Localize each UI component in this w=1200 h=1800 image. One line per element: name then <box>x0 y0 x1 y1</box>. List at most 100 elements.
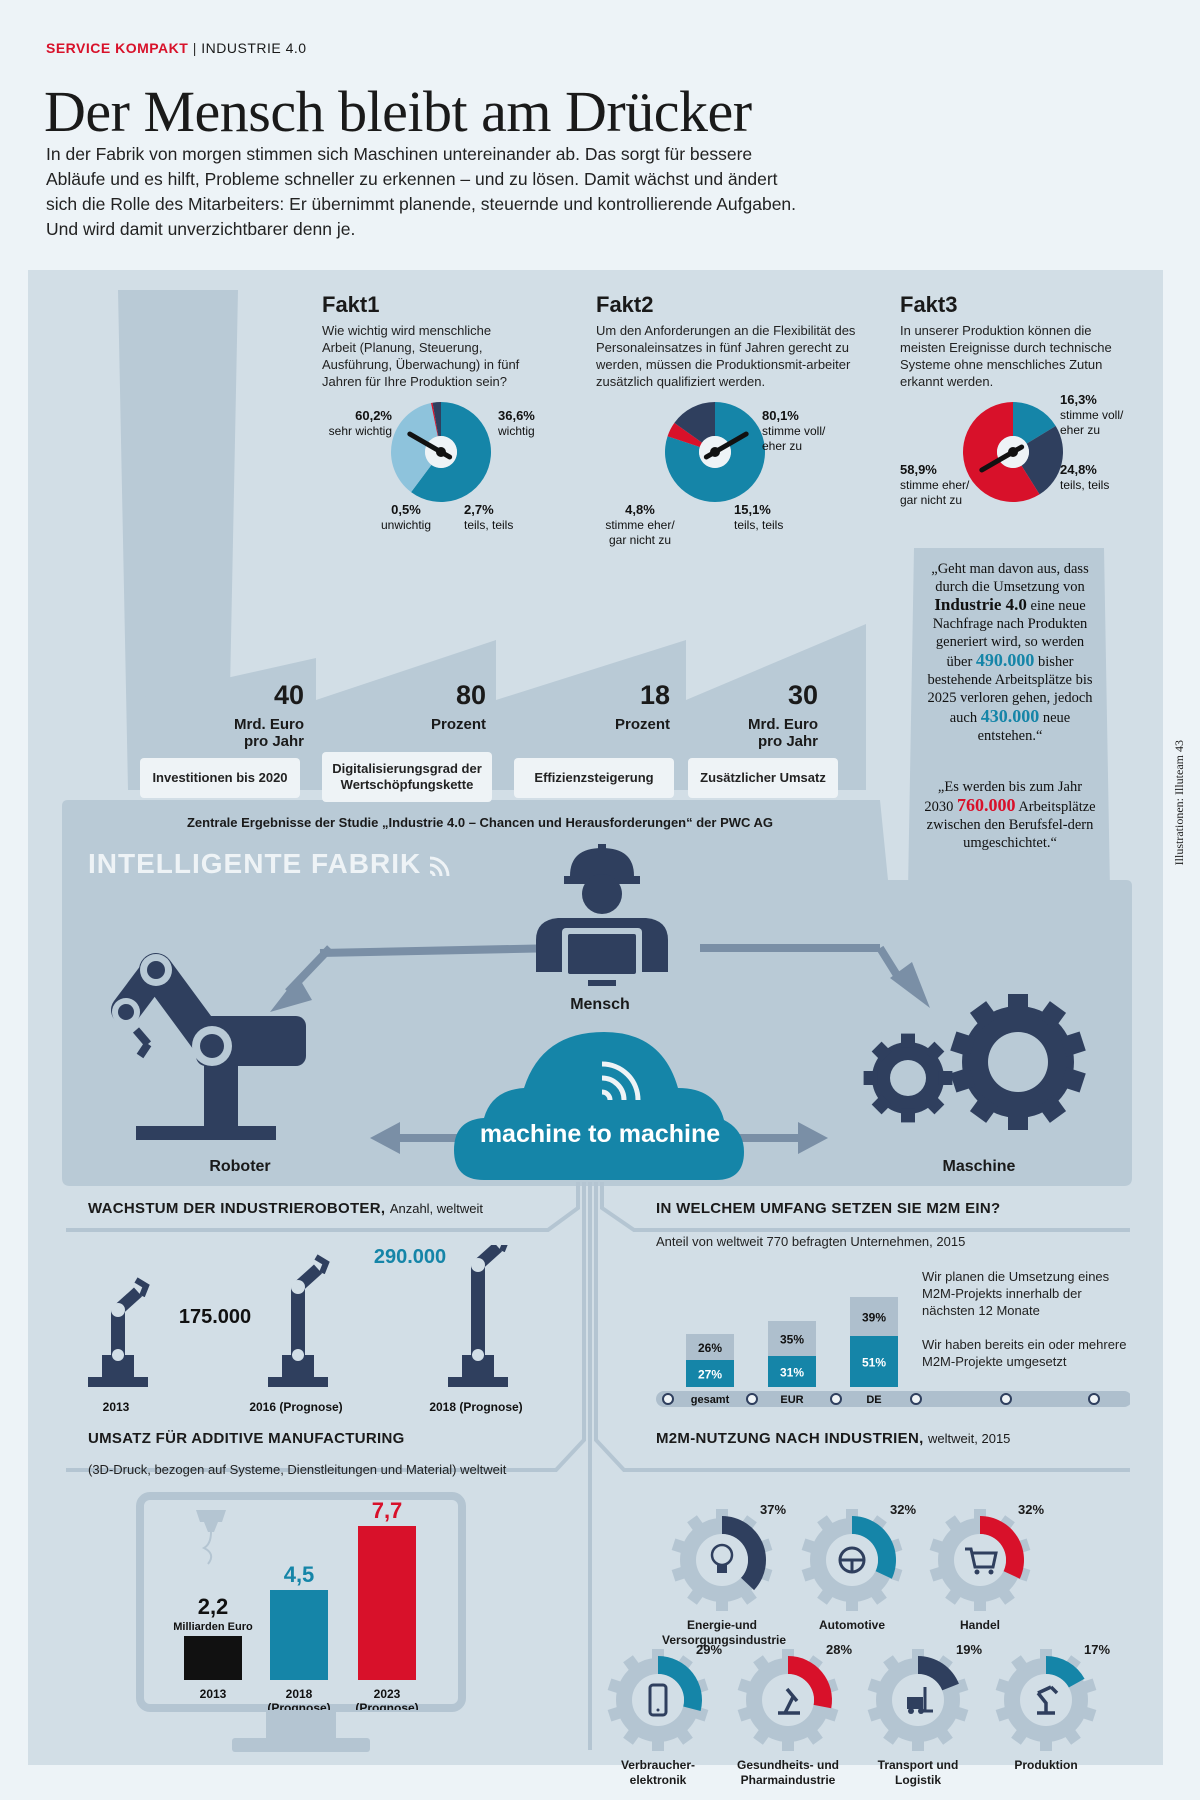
industry-share-arc <box>658 1656 702 1711</box>
pie-slice-unwichtig <box>431 402 439 437</box>
stat-1-label: Investitionen bis 2020 <box>140 758 300 798</box>
robot-value-label: 175.000 <box>179 1306 251 1328</box>
stat-2-number: 80 <box>455 680 486 710</box>
pie-slice-teils-teils <box>674 402 715 443</box>
m2m-bar-planned <box>850 1297 898 1336</box>
conveyor-belt <box>656 1391 1130 1407</box>
industry-gear-0 <box>671 1509 773 1611</box>
m2m-category-label: EUR <box>780 1394 803 1406</box>
additive-category-label: 2013 <box>200 1687 227 1701</box>
fakt3-title: Fakt3 <box>900 292 958 317</box>
brand-title: INTELLIGENTE FABRIK <box>88 848 422 879</box>
kicker: SERVICE KOMPAKT | INDUSTRIE 4.0 <box>46 40 307 56</box>
industry-label: Automotive <box>819 1618 885 1632</box>
gear-small <box>863 1033 953 1123</box>
additive-section-title: UMSATZ FÜR ADDITIVE MANUFACTURING <box>88 1430 405 1447</box>
additive-value-label: 2,2 <box>198 1594 229 1619</box>
roof-1 <box>128 658 316 735</box>
fakt1-label-sehr-wichtig: 60,2%sehr wichtig <box>328 408 392 438</box>
robot-arm-icon <box>1036 1685 1059 1715</box>
m2m-usage-section-title: IN WELCHEM UMFANG SETZEN SIE M2M EIN? <box>656 1200 1001 1217</box>
conveyor-wheel <box>662 1393 674 1405</box>
pie-slice-teils-teils <box>432 402 441 437</box>
stat-4-label: Zusätzlicher Umsatz <box>688 758 838 798</box>
quote-1: „Geht man davon aus, dass durch die Umse… <box>927 561 1093 744</box>
stat-2-label: Digitalisierungsgrad der Wertschöpfungsk… <box>322 752 492 802</box>
study-caption: Zentrale Ergebnisse der Studie „Industri… <box>186 815 774 830</box>
robot-bar-0 <box>88 1277 150 1387</box>
gears-icon <box>863 994 1086 1130</box>
cloud-shape <box>454 1032 744 1180</box>
kicker-separator: | <box>192 40 197 56</box>
m2m-bar-planned <box>768 1321 816 1356</box>
shopping-cart-icon <box>965 1547 998 1575</box>
fakt2-pie <box>665 402 765 502</box>
m2m-value-implemented: 27% <box>698 1368 722 1382</box>
gear-large <box>950 994 1086 1130</box>
industry-gear-1 <box>801 1509 903 1611</box>
industry-percent: 32% <box>890 1502 917 1517</box>
additive-bar-2023 <box>358 1526 416 1680</box>
stat-2-unit: Prozent <box>430 716 486 733</box>
industry-gear-6 <box>995 1649 1097 1751</box>
industry-share-arc <box>788 1656 832 1709</box>
conveyor-wheel <box>1000 1393 1012 1405</box>
pie-needle-hub <box>1008 447 1018 457</box>
pie-slice-wichtig <box>391 403 438 493</box>
additive-category-label: (Prognose) <box>267 1701 330 1710</box>
legend-planned: Wir planen die Umsetzung eines M2M-Proje… <box>922 1269 1110 1318</box>
conveyor-wheel <box>1088 1393 1100 1405</box>
stat-3-label: Effizienzsteigerung <box>514 758 674 798</box>
pie-needle-hub <box>436 447 446 457</box>
fakt2-title: Fakt2 <box>596 292 654 317</box>
pie-slice-stimme-voll-eher-zu <box>665 402 765 502</box>
stat-4-number: 30 <box>787 680 818 710</box>
legend-implemented: Wir haben bereits ein oder mehrere M2M-P… <box>922 1337 1127 1369</box>
additive-category-label: 2023 <box>374 1687 401 1701</box>
additive-bar-2013 <box>184 1636 242 1680</box>
stat-3-unit: Prozent <box>614 716 670 733</box>
conveyor-wheel <box>830 1393 842 1405</box>
industry-percent: 28% <box>826 1642 853 1657</box>
stat-3-number: 18 <box>639 680 670 710</box>
fakt3-text: In unserer Produktion können die meisten… <box>900 323 1112 389</box>
intro-text: In der Fabrik von morgen stimmen sich Ma… <box>46 144 797 239</box>
industry-percent: 32% <box>1018 1502 1045 1517</box>
fakt2-text: Um den Anforderungen an die Flexibilität… <box>596 323 856 389</box>
pie-slice-stimme-eher-gar-nicht-zu <box>667 422 702 447</box>
arrow-head-left <box>370 1122 400 1154</box>
arrow-head-machine <box>890 962 930 1008</box>
fakt1-pie <box>391 402 491 502</box>
additive-category-label: 2018 <box>286 1687 313 1701</box>
stat-1-number: 40 <box>273 680 304 710</box>
smartphone-icon <box>648 1683 668 1717</box>
fakt2-label-zustimmung: 80,1%stimme voll/ eher zu <box>762 408 826 453</box>
m2m-value-planned: 39% <box>862 1311 886 1325</box>
fakt1-label-unwichtig: 0,5%unwichtig <box>380 502 432 532</box>
worker-icon <box>536 844 668 986</box>
factory-hall <box>62 800 1132 1186</box>
industry-percent: 17% <box>1084 1642 1111 1657</box>
robot-category-label: 2018 (Prognose) <box>429 1400 522 1414</box>
fakt1-text: Wie wichtig wird menschliche Arbeit (Pla… <box>322 323 520 389</box>
pie-slice-stimme-eher-gar-nicht-zu <box>963 402 1040 502</box>
m2m-value-planned: 35% <box>780 1333 804 1347</box>
robot-category-label: 2013 <box>103 1400 130 1414</box>
robot-bar-2 <box>448 1245 508 1387</box>
steering-wheel-icon <box>838 1546 866 1574</box>
lightbulb-icon <box>710 1543 734 1573</box>
m2m-category-label: DE <box>866 1394 881 1406</box>
kicker-topic: INDUSTRIE 4.0 <box>201 40 307 56</box>
fakt3-label-ablehnung: 58,9%stimme eher/ gar nicht zu <box>900 462 970 507</box>
fakt3-label-zustimmung: 16,3%stimme voll/ eher zu <box>1060 392 1124 437</box>
factory-wall <box>128 735 866 790</box>
pie-slice-teils-teils <box>1021 426 1063 495</box>
chimney-left <box>118 290 238 790</box>
industry-share-arc <box>852 1516 896 1579</box>
forklift-icon <box>907 1687 933 1714</box>
industry-gear-2 <box>929 1509 1031 1611</box>
robot-value-label: 290.000 <box>374 1246 446 1268</box>
